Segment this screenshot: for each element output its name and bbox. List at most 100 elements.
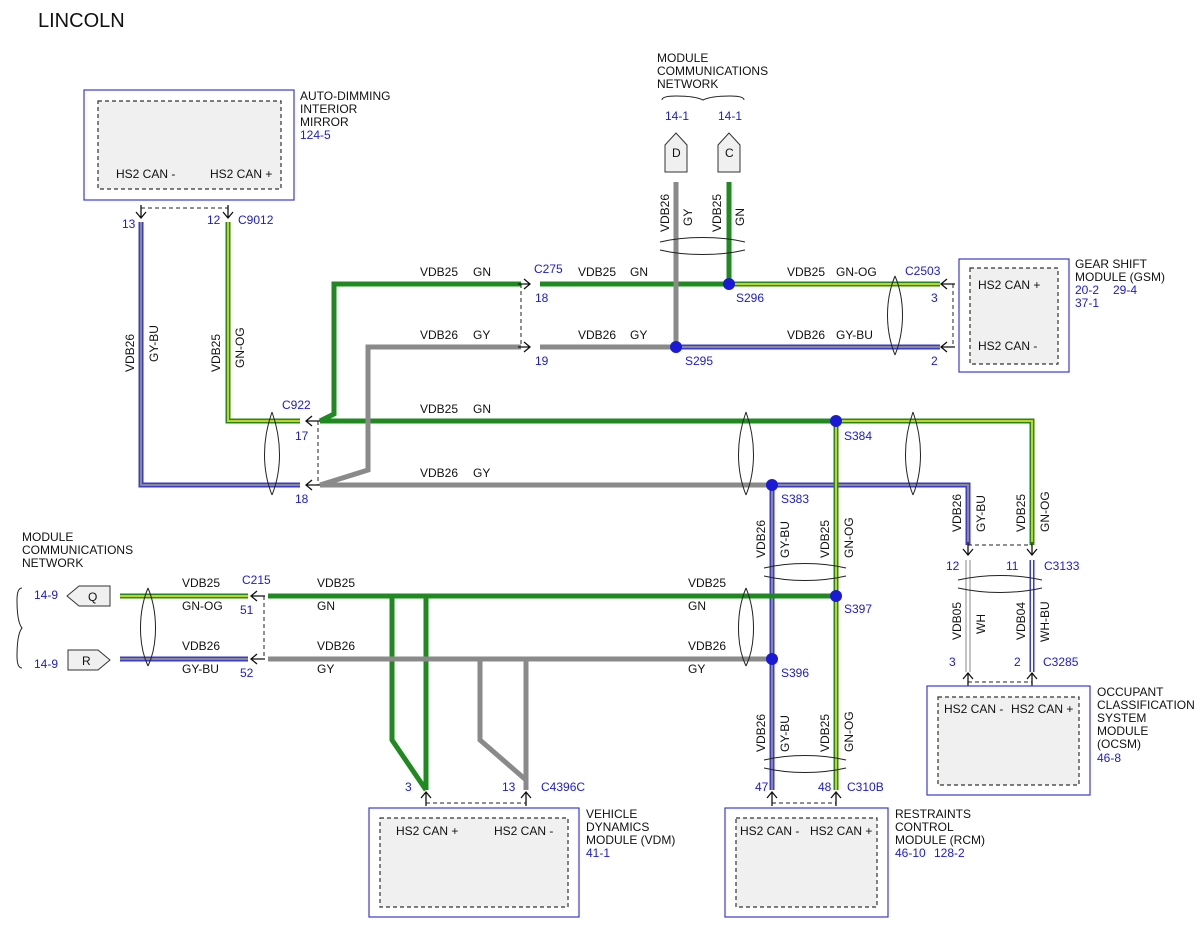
wire-labels-vertical: VDB26 GY-BU VDB25 GN-OG VDB26 GY VDB25 G… bbox=[123, 194, 1052, 752]
svg-text:VDB26: VDB26 bbox=[317, 639, 355, 653]
svg-text:WH-BU: WH-BU bbox=[1038, 601, 1052, 642]
splice-s396 bbox=[766, 653, 778, 665]
svg-text:52: 52 bbox=[240, 666, 254, 680]
svg-text:2: 2 bbox=[931, 354, 938, 368]
svg-text:SYSTEM: SYSTEM bbox=[1097, 711, 1146, 725]
svg-text:GY: GY bbox=[473, 466, 490, 480]
svg-text:S397: S397 bbox=[844, 602, 872, 616]
svg-text:GY-BU: GY-BU bbox=[778, 715, 792, 752]
svg-text:CLASSIFICATION: CLASSIFICATION bbox=[1097, 698, 1195, 712]
svg-text:HS2 CAN -: HS2 CAN - bbox=[978, 339, 1037, 353]
svg-text:VDB26: VDB26 bbox=[578, 328, 616, 342]
svg-text:GN: GN bbox=[630, 265, 648, 279]
svg-text:VDB25: VDB25 bbox=[710, 194, 724, 232]
svg-text:C4396C: C4396C bbox=[541, 780, 585, 794]
svg-text:HS2 CAN -: HS2 CAN - bbox=[944, 702, 1003, 716]
svg-text:R: R bbox=[82, 654, 91, 668]
svg-text:VDB25: VDB25 bbox=[420, 265, 458, 279]
svg-text:3: 3 bbox=[931, 291, 938, 305]
svg-text:GN-OG: GN-OG bbox=[182, 599, 223, 613]
svg-text:VDB04: VDB04 bbox=[1014, 602, 1028, 640]
svg-text:OCCUPANT: OCCUPANT bbox=[1097, 685, 1164, 699]
svg-text:MODULE (VDM): MODULE (VDM) bbox=[586, 833, 675, 847]
page-title: LINCOLN bbox=[38, 10, 125, 32]
svg-text:HS2 CAN +: HS2 CAN + bbox=[396, 824, 458, 838]
svg-text:VDB05: VDB05 bbox=[950, 602, 964, 640]
twist-markers bbox=[140, 237, 1043, 773]
svg-text:VDB26: VDB26 bbox=[123, 334, 137, 372]
svg-text:124-5: 124-5 bbox=[300, 128, 331, 142]
svg-text:GY: GY bbox=[681, 209, 695, 226]
svg-text:37-1: 37-1 bbox=[1075, 296, 1099, 310]
splice-s383 bbox=[766, 479, 778, 491]
svg-text:WH: WH bbox=[974, 614, 988, 634]
svg-text:GY: GY bbox=[688, 662, 705, 676]
svg-text:C: C bbox=[725, 146, 734, 160]
svg-text:NETWORK: NETWORK bbox=[22, 556, 83, 570]
svg-text:GN: GN bbox=[473, 402, 491, 416]
svg-text:S295: S295 bbox=[685, 354, 713, 368]
wire-c922-to-c275-gy bbox=[319, 344, 521, 488]
svg-text:GN-OG: GN-OG bbox=[836, 265, 877, 279]
svg-text:GY-BU: GY-BU bbox=[974, 495, 988, 532]
svg-text:GN: GN bbox=[317, 599, 335, 613]
module-mirror: HS2 CAN - HS2 CAN + AUTO-DIMMING INTERIO… bbox=[83, 89, 390, 231]
svg-text:VDB26: VDB26 bbox=[420, 466, 458, 480]
wire-labels-horizontal: VDB25 GN VDB25 GN VDB25 GN-OG VDB26 GY V… bbox=[182, 265, 877, 676]
svg-text:GN: GN bbox=[473, 265, 491, 279]
svg-text:GY: GY bbox=[317, 662, 334, 676]
svg-text:14-1: 14-1 bbox=[718, 109, 742, 123]
svg-text:MODULE (RCM): MODULE (RCM) bbox=[895, 833, 985, 847]
flag-q bbox=[66, 585, 111, 607]
svg-text:VDB25: VDB25 bbox=[1014, 494, 1028, 532]
svg-text:HS2 CAN -: HS2 CAN - bbox=[116, 167, 175, 181]
svg-text:MODULE (GSM): MODULE (GSM) bbox=[1075, 270, 1165, 284]
svg-text:VDB26: VDB26 bbox=[950, 494, 964, 532]
flag-c bbox=[717, 132, 741, 173]
svg-text:C9012: C9012 bbox=[238, 213, 274, 227]
svg-text:AUTO-DIMMING: AUTO-DIMMING bbox=[300, 89, 390, 103]
svg-text:GY-BU: GY-BU bbox=[778, 521, 792, 558]
module-ocsm: HS2 CAN - HS2 CAN + OCCUPANT CLASSIFICAT… bbox=[926, 655, 1195, 796]
svg-text:C275: C275 bbox=[534, 262, 563, 276]
splices bbox=[670, 278, 842, 665]
svg-text:VDB26: VDB26 bbox=[658, 194, 672, 232]
svg-text:41-1: 41-1 bbox=[586, 846, 610, 860]
svg-text:VDB25: VDB25 bbox=[578, 265, 616, 279]
svg-text:C922: C922 bbox=[282, 398, 311, 412]
svg-text:GN-OG: GN-OG bbox=[842, 711, 856, 752]
wire-c215-vdm-gy bbox=[477, 659, 528, 782]
svg-text:3: 3 bbox=[949, 655, 956, 669]
svg-text:S396: S396 bbox=[781, 666, 809, 680]
svg-text:INTERIOR: INTERIOR bbox=[300, 102, 358, 116]
wire-mirror-gnog bbox=[225, 222, 300, 424]
svg-text:VDB25: VDB25 bbox=[209, 334, 223, 372]
svg-text:17: 17 bbox=[295, 429, 309, 443]
svg-text:DYNAMICS: DYNAMICS bbox=[586, 820, 649, 834]
wires bbox=[120, 182, 1035, 792]
module-gsm: HS2 CAN + HS2 CAN - GEAR SHIFT MODULE (G… bbox=[905, 257, 1165, 373]
svg-text:GN: GN bbox=[688, 599, 706, 613]
svg-text:S384: S384 bbox=[844, 429, 872, 443]
svg-text:GY: GY bbox=[630, 328, 647, 342]
svg-text:VDB26: VDB26 bbox=[754, 520, 768, 558]
svg-text:VDB25: VDB25 bbox=[317, 576, 355, 590]
svg-text:51: 51 bbox=[240, 603, 254, 617]
svg-text:D: D bbox=[672, 146, 681, 160]
svg-text:CONTROL: CONTROL bbox=[895, 820, 954, 834]
svg-text:C3285: C3285 bbox=[1043, 655, 1079, 669]
svg-text:MODULE: MODULE bbox=[1097, 724, 1148, 738]
svg-text:128-2: 128-2 bbox=[934, 846, 965, 860]
svg-text:HS2 CAN -: HS2 CAN - bbox=[494, 824, 553, 838]
svg-text:46-10: 46-10 bbox=[895, 846, 926, 860]
svg-text:MODULE: MODULE bbox=[657, 51, 708, 65]
svg-text:19: 19 bbox=[535, 354, 549, 368]
svg-text:GY-BU: GY-BU bbox=[182, 662, 219, 676]
svg-text:HS2 CAN +: HS2 CAN + bbox=[810, 824, 872, 838]
module-vdm: HS2 CAN + HS2 CAN - VEHICLE DYNAMICS MOD… bbox=[368, 780, 675, 918]
svg-text:GN-OG: GN-OG bbox=[233, 327, 247, 368]
splice-s384 bbox=[830, 415, 842, 427]
svg-text:S296: S296 bbox=[736, 291, 764, 305]
wire-c922-to-c275-gn bbox=[318, 281, 521, 424]
flag-d bbox=[664, 132, 688, 173]
